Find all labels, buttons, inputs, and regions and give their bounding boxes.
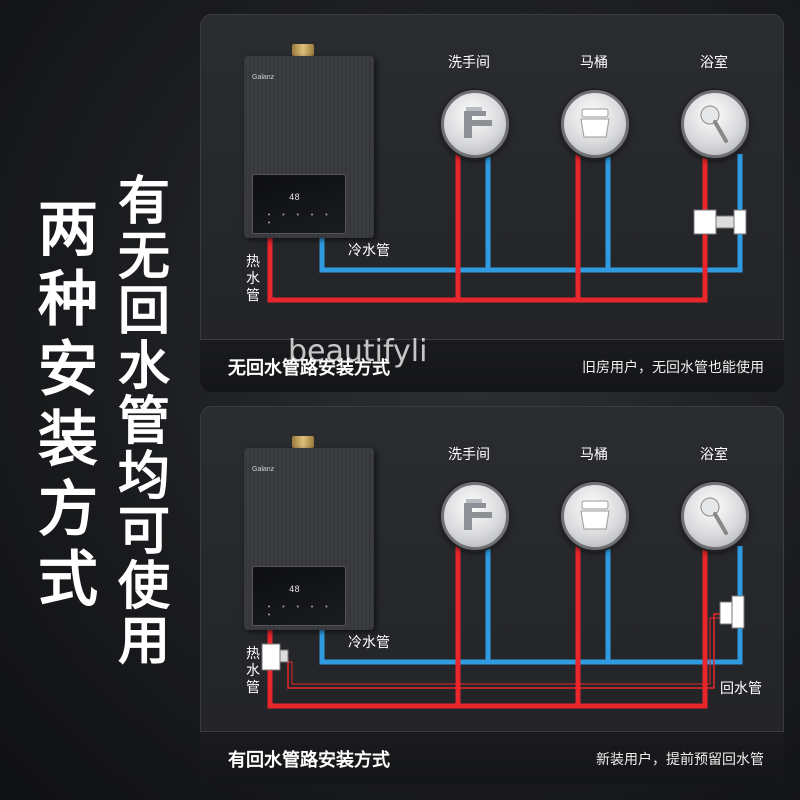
fixture-label-shower: 浴室	[700, 447, 728, 463]
sub-title-char: 均	[117, 447, 170, 507]
hot-pipe-label: 热 水 管	[246, 254, 262, 305]
caption-note: 新装用户，提前预留回水管	[596, 752, 764, 768]
fixture-label-toilet: 马桶	[580, 447, 608, 463]
faucet-icon	[441, 90, 509, 158]
pipe-diagram	[261, 546, 745, 709]
shower-icon	[681, 90, 749, 158]
sub-title-char: 无	[117, 227, 170, 287]
panel-with-return: Galanz 48 • • • • • • 洗手间 马桶 浴室 冷水管 热 水 …	[200, 406, 784, 784]
water-heater: Galanz 48 • • • • • •	[244, 448, 374, 630]
sub-title-char: 可	[117, 502, 170, 562]
sub-title-char: 水	[117, 337, 170, 397]
panel-caption: 无回水管路安装方式 旧房用户，无回水管也能使用	[200, 339, 784, 392]
main-title-char: 装	[38, 405, 98, 475]
heater-screen: 48 • • • • • •	[252, 566, 346, 626]
sub-title-char: 有	[117, 172, 170, 232]
hot-pipe-label-char: 管	[246, 288, 260, 304]
pipe-diagram	[267, 154, 747, 303]
hot-pipe-label-char: 管	[246, 680, 260, 696]
heater-display: 48	[289, 193, 300, 203]
panel-no-return: Galanz 48 • • • • • • 洗手间 马桶 浴室 冷水管 热 水 …	[200, 14, 784, 392]
hot-pipe-label: 热 水 管	[246, 646, 262, 697]
heater-brand: Galanz	[252, 74, 275, 81]
sub-title-char: 管	[117, 392, 170, 452]
heater-buttons: • • • • • •	[267, 211, 333, 227]
hot-pipe-label-char: 热	[246, 646, 260, 662]
caption-title: 有回水管路安装方式	[228, 750, 390, 771]
heater-display: 48	[289, 585, 300, 595]
caption-note: 旧房用户，无回水管也能使用	[582, 360, 764, 376]
toilet-icon	[561, 90, 629, 158]
fixture-label-shower: 浴室	[700, 55, 728, 71]
heater-screen: 48 • • • • • •	[252, 174, 346, 234]
hot-pipe-label-char: 热	[246, 254, 260, 270]
cold-pipe-label: 冷水管	[348, 635, 390, 651]
fixture-label-toilet: 马桶	[580, 55, 608, 71]
main-title-char: 两	[38, 195, 98, 265]
cold-pipe-label: 冷水管	[348, 243, 390, 259]
heater-tee	[261, 643, 289, 671]
mixing-valve	[693, 209, 747, 235]
main-title-char: 式	[38, 545, 98, 615]
heater-brand: Galanz	[252, 466, 275, 473]
return-pipe-label: 回水管	[720, 681, 762, 697]
heater-buttons: • • • • • •	[267, 603, 333, 619]
hot-pipe-label-char: 水	[246, 271, 260, 287]
main-title: 两 种 安 装 方 式	[28, 195, 108, 615]
sub-title-char: 使	[117, 557, 170, 617]
toilet-icon	[561, 482, 629, 550]
sub-title-char: 回	[117, 282, 170, 342]
main-title-char: 方	[38, 475, 98, 545]
heater-valve	[292, 44, 314, 56]
fixture-label-sink: 洗手间	[448, 55, 490, 71]
main-title-char: 安	[38, 335, 98, 405]
sub-title: 有 无 回 水 管 均 可 使 用	[112, 175, 176, 670]
watermark: beautifyli	[288, 334, 428, 369]
main-title-char: 种	[38, 265, 98, 335]
return-pipe-inner	[282, 617, 730, 685]
faucet-icon	[441, 482, 509, 550]
hot-pipe-label-char: 水	[246, 663, 260, 679]
fixture-label-sink: 洗手间	[448, 447, 490, 463]
return-valve	[719, 595, 745, 629]
sub-title-char: 用	[117, 612, 170, 672]
panel-caption: 有回水管路安装方式 新装用户，提前预留回水管	[200, 731, 784, 784]
shower-icon	[681, 482, 749, 550]
water-heater: Galanz 48 • • • • • •	[244, 56, 374, 238]
caption-title: 无回水管路安装方式	[228, 358, 390, 379]
heater-valve	[292, 436, 314, 448]
